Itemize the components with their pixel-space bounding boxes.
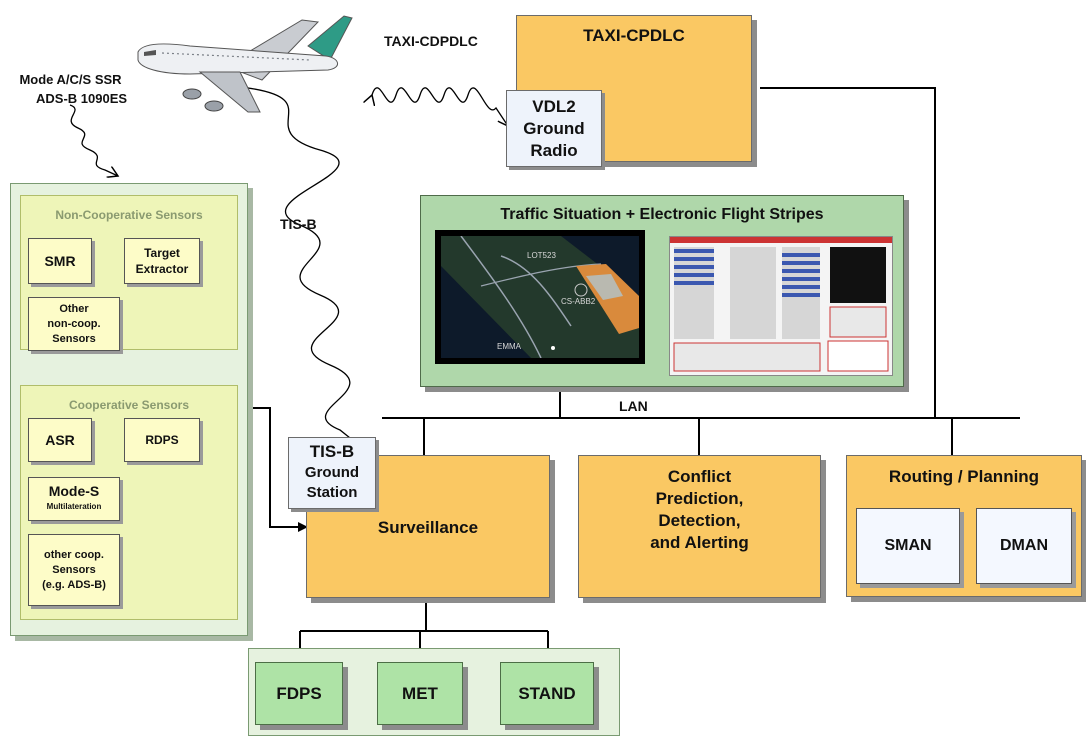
tisb-station-line-2: Ground (304, 464, 360, 481)
conflict-line-4: and Alerting (650, 533, 749, 552)
taxi-cpdlc-radio-wave (372, 87, 508, 126)
stand-box: STAND (500, 662, 594, 725)
radar-display: LOT523 CS-ABB2 EMMA (435, 230, 645, 364)
radar-map: LOT523 CS-ABB2 EMMA (441, 236, 639, 358)
tisb-link-label: TIS-B (280, 216, 317, 232)
taxi-link-label: TAXI-CDPDLC (384, 33, 478, 49)
target-extractor-line-2: Extractor (135, 262, 189, 276)
vdl2-ground-radio-box: VDL2 Ground Radio (506, 90, 602, 167)
other-noncoop-sensors-box: Other non-coop. Sensors (28, 297, 120, 351)
ssr-radio-wave (69, 104, 118, 176)
radar-label-1: LOT523 (527, 251, 556, 260)
surveillance-title: Surveillance (377, 518, 479, 537)
conflict-prediction-box: Conflict Prediction, Detection, and Aler… (578, 455, 821, 598)
routing-planning-title: Routing / Planning (888, 467, 1040, 486)
fdps-box: FDPS (255, 662, 343, 725)
other-coop-sensors-box: other coop. Sensors (e.g. ADS-B) (28, 534, 120, 606)
taxi-cpdlc-title: TAXI-CPDLC (583, 26, 685, 45)
target-extractor-box: Target Extractor (124, 238, 200, 284)
traffic-situation-title: Traffic Situation + Electronic Flight St… (500, 206, 824, 223)
target-extractor-line-1: Target (144, 246, 180, 260)
lan-label: LAN (619, 398, 648, 414)
traffic-situation-panel: Traffic Situation + Electronic Flight St… (420, 195, 904, 387)
vdl2-line-3: Radio (530, 141, 578, 160)
met-box: MET (377, 662, 463, 725)
tisb-station-line-1: TIS-B (309, 442, 355, 461)
conflict-line-3: Detection, (658, 511, 741, 530)
other-noncoop-line-3: Sensors (52, 332, 96, 345)
multilateration-label: Multilateration (46, 502, 102, 511)
conflict-line-1: Conflict (667, 467, 732, 486)
flight-strips-display (669, 236, 893, 376)
aircraft-adsb-label: ADS-B 1090ES (36, 91, 128, 106)
rdps-box: RDPS (124, 418, 200, 462)
cooperative-sensors-title: Cooperative Sensors (68, 398, 190, 412)
non-cooperative-sensors-title: Non-Cooperative Sensors (55, 208, 203, 222)
asr-sensor: ASR (28, 418, 92, 462)
tisb-station-line-3: Station (306, 484, 358, 501)
vdl2-line-2: Ground (523, 119, 585, 138)
mode-s-label: Mode-S (48, 483, 100, 499)
flight-strips-grid (670, 237, 892, 372)
conflict-line-2: Prediction, (655, 489, 744, 508)
surveillance-box: Surveillance (306, 455, 550, 598)
dman-box: DMAN (976, 508, 1072, 584)
tisb-radio-wave (248, 88, 356, 443)
sman-box: SMAN (856, 508, 960, 584)
radar-label-2: CS-ABB2 (561, 297, 596, 306)
other-coop-line-2: Sensors (52, 563, 96, 576)
radar-label-3: EMMA (497, 342, 522, 351)
other-noncoop-line-2: non-coop. (47, 317, 101, 330)
aircraft-icon (137, 15, 353, 113)
smr-sensor: SMR (28, 238, 92, 284)
tisb-ground-station-box: TIS-B Ground Station (288, 437, 376, 509)
other-noncoop-line-1: Other (59, 302, 89, 315)
mode-s-multilateration-box: Mode-S Multilateration (28, 477, 120, 521)
other-coop-line-1: other coop. (44, 548, 104, 561)
vdl2-line-1: VDL2 (532, 97, 576, 116)
other-coop-line-3: (e.g. ADS-B) (42, 578, 106, 591)
aircraft-ssr-label: Mode A/C/S SSR ADS-B 1090ES (14, 70, 127, 108)
